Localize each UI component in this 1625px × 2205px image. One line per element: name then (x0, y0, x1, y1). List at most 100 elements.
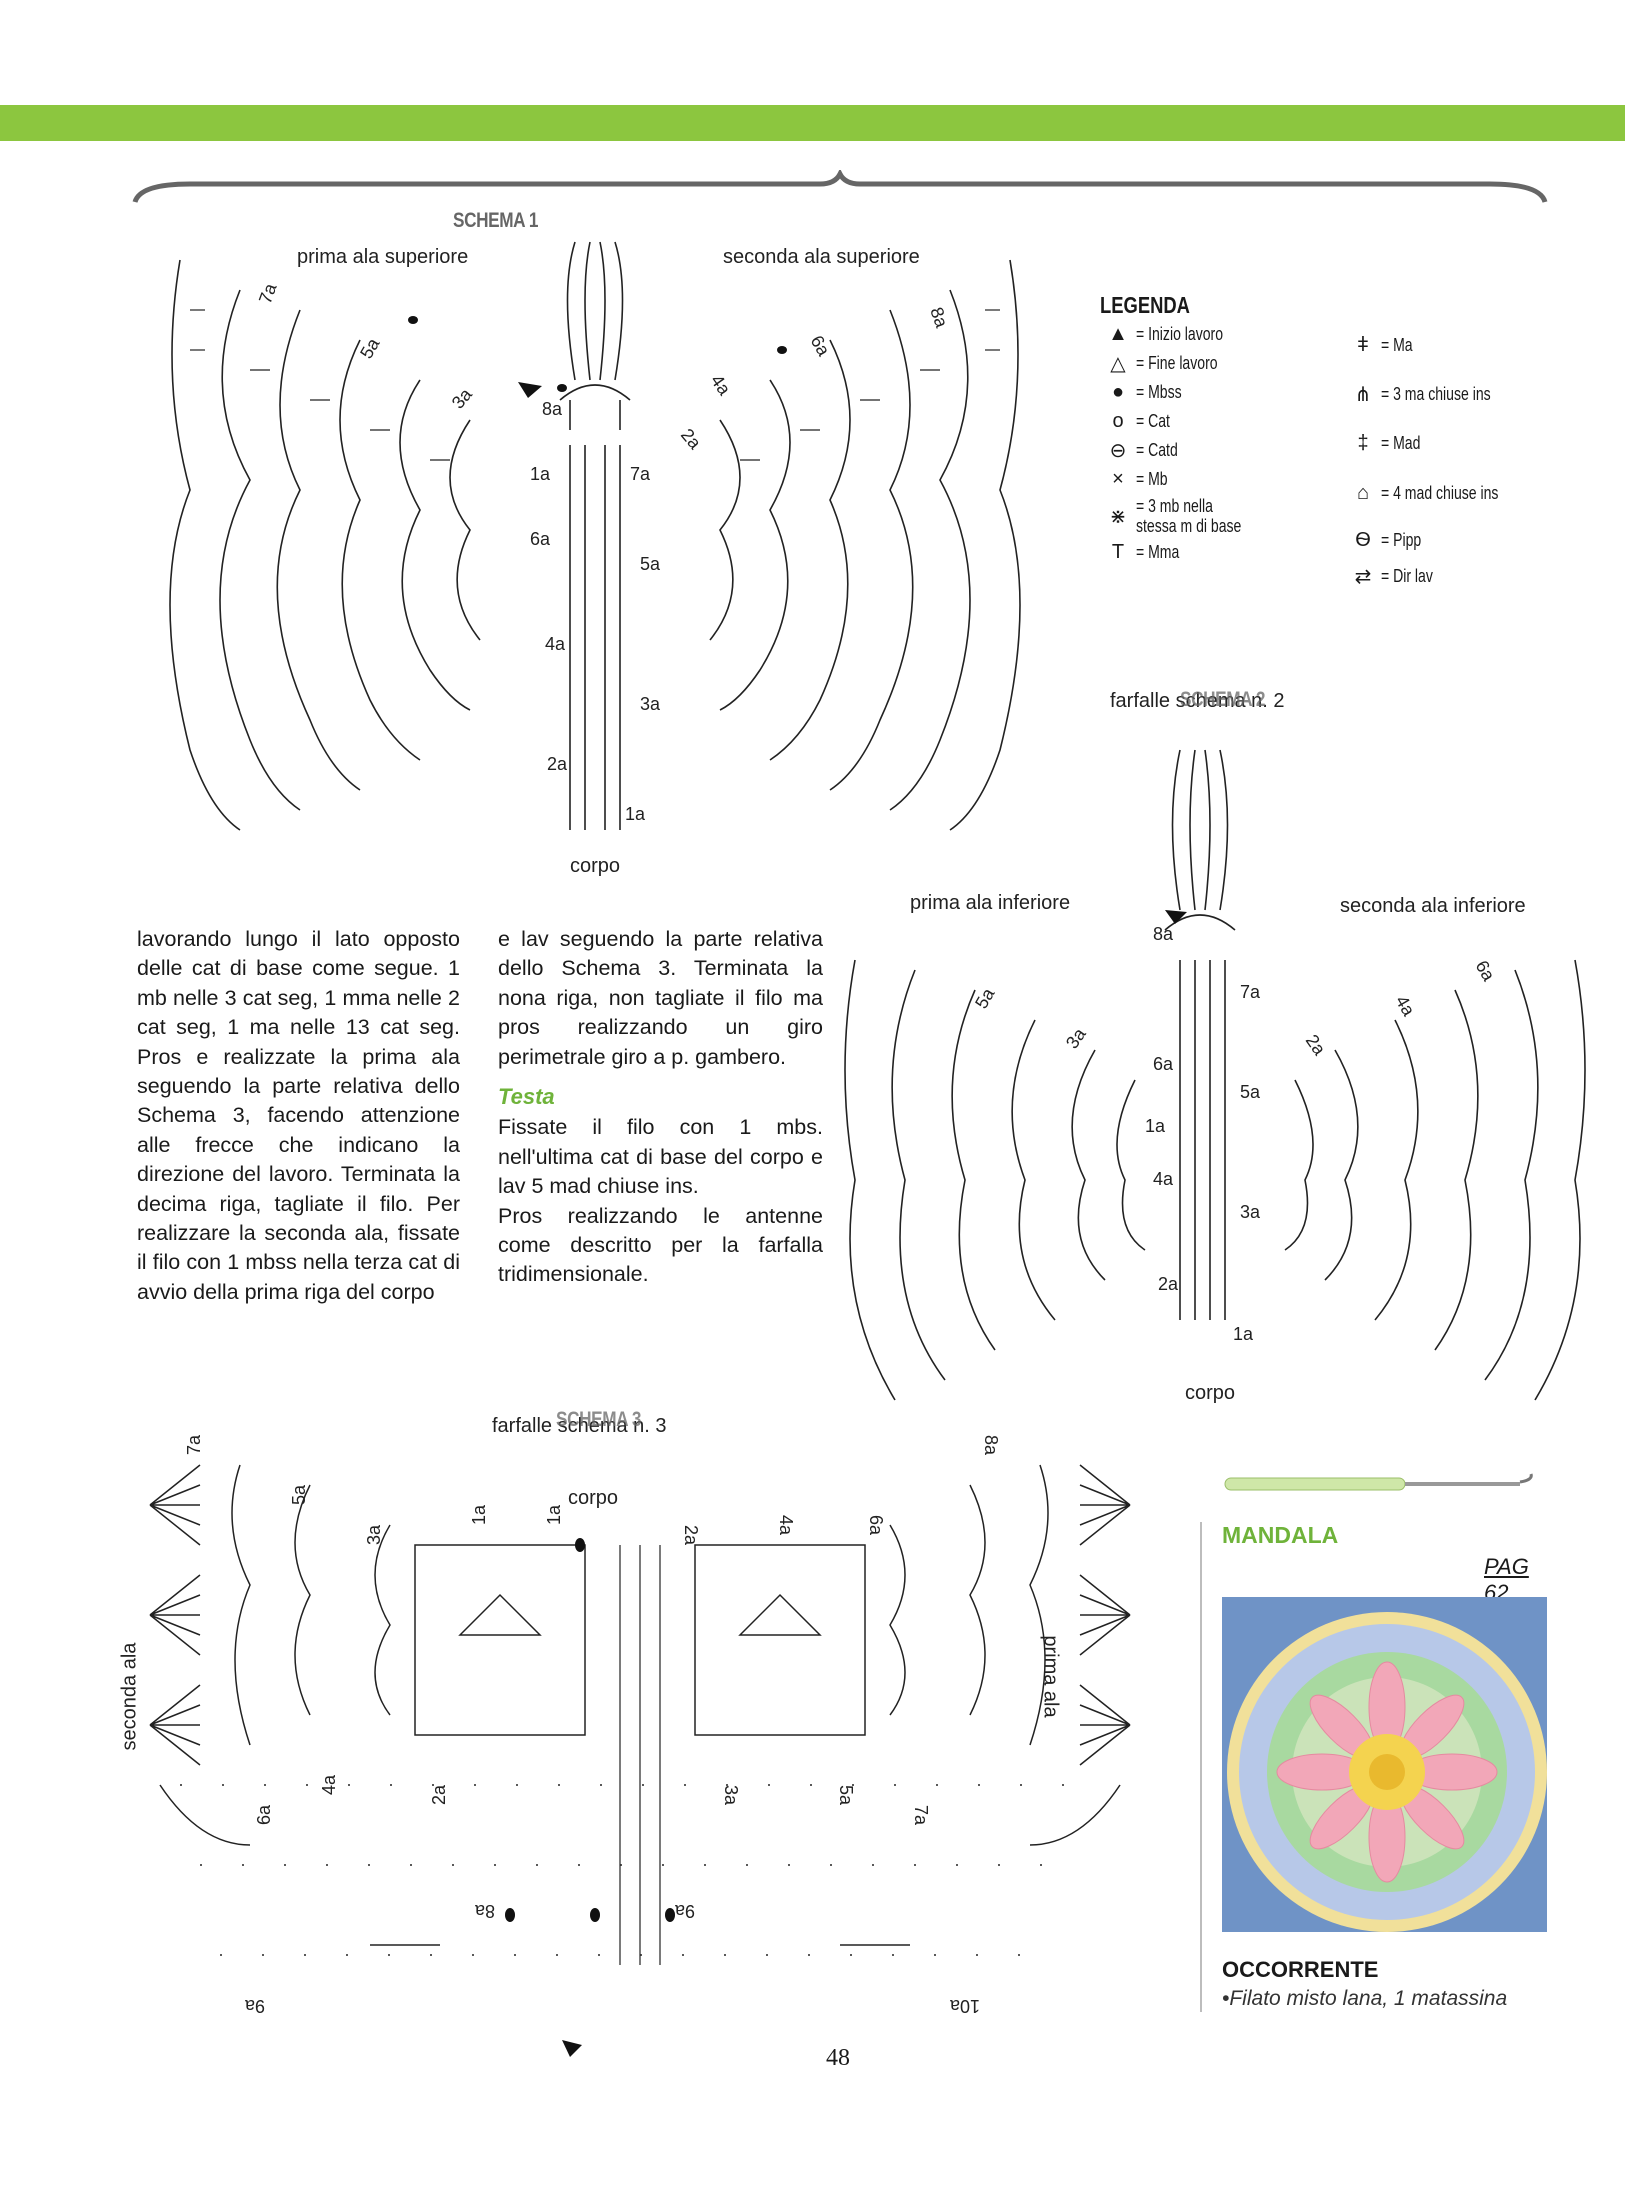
s3-row-2a-lower: 2a (429, 1784, 449, 1805)
s3-row-1a-right: 1a (544, 1504, 564, 1525)
s3-row-6a: 6a (866, 1515, 886, 1536)
s3-row-8a-lower: 8a (474, 1901, 495, 1921)
s3-row-1a-left: 1a (469, 1504, 489, 1525)
paragraph-testa: Fissate il filo con 1 mbs. nell'ultima c… (498, 1113, 823, 1201)
s3-row-5a: 5a (289, 1484, 309, 1505)
mandala-photo (1222, 1597, 1547, 1932)
s2-row-8a: 8a (1153, 924, 1174, 944)
s3-row-9a-right: 9a (674, 1901, 695, 1921)
dc-icon: ǂ (1345, 334, 1381, 357)
legend-item-mad: ‡= Mad (1345, 418, 1560, 468)
s3-row-3a-lower: 3a (721, 1785, 741, 1806)
picot-icon: Ѳ (1345, 529, 1381, 552)
schema3-left-side-label: seconda ala (119, 1617, 142, 1777)
schema2-body-label: corpo (1185, 1382, 1235, 1405)
legend-item-inizio: ▲= Inizio lavoro (1100, 320, 1320, 349)
s3-row-3a: 3a (364, 1524, 384, 1545)
s2-row-5a: 5a (1240, 1082, 1261, 1102)
s1-left-3a: 3a (448, 384, 477, 413)
paragraph-continuation: e lav seguendo la parte relativa dello S… (498, 925, 823, 1072)
occorrente-heading: OCCORRENTE (1222, 1957, 1378, 1983)
s2-right-2a: 2a (1302, 1031, 1330, 1060)
text-column-1: lavorando lungo il lato opposto delle ca… (137, 925, 460, 1307)
mandala-illustration (1222, 1597, 1547, 1932)
text-column-2: e lav seguendo la parte relativa dello S… (498, 925, 823, 1290)
legend-item-catd: ⊖= Catd (1100, 436, 1320, 465)
s2-right-4a: 4a (1392, 992, 1420, 1020)
page-number: 48 (826, 2045, 850, 2072)
schema3-diagram: 7a 5a 3a 1a 1a 2a 4a 6a 8a 4a 6a 2a 3a 5… (140, 1425, 1140, 2075)
s2-row-4a: 4a (1153, 1169, 1174, 1189)
s1-left-7a: 7a (255, 280, 281, 307)
dc-cluster-icon: ⋔ (1345, 382, 1381, 407)
legend-item-ma: ǂ= Ma (1345, 320, 1560, 370)
tr-cluster-icon: ⌂ (1345, 482, 1381, 505)
paragraph-procedure: lavorando lungo il lato opposto delle ca… (137, 925, 460, 1307)
legend-right-column: ǂ= Ma ⋔= 3 ma chiuse ins ‡= Mad ⌂= 4 mad… (1345, 320, 1560, 591)
sidebar-mandala: MANDALA PAG 62 OCCORRENTE •Filato misto … (1200, 1522, 1552, 2012)
legend-item-mbss: ●= Mbss (1100, 378, 1320, 407)
s2-row-6a: 6a (1153, 1054, 1174, 1074)
schema2-title: SCHEMA 2 (1180, 688, 1265, 712)
s1-row-2a: 2a (547, 754, 568, 774)
top-accent-bar (0, 105, 1625, 141)
s2-left-3a: 3a (1062, 1024, 1090, 1053)
s1-right-4a: 4a (707, 371, 735, 400)
s2-right-6a: 6a (1472, 957, 1500, 985)
direction-icon: ⇄ (1345, 564, 1381, 589)
legend: LEGENDA ▲= Inizio lavoro △= Fine lavoro … (1100, 292, 1560, 592)
mbss-dot-icon: ● (1100, 381, 1136, 404)
legend-item-3mb: ⋇= 3 mb nella stessa m di base (1100, 494, 1320, 538)
arrow-outline-icon: △ (1100, 351, 1136, 376)
s2-row-2a: 2a (1158, 1274, 1179, 1294)
schema1-body-label: corpo (570, 855, 620, 878)
s1-right-2a: 2a (677, 425, 706, 454)
schema2-diagram: 8a 7a 6a 5a 4a 3a 2a 1a 5a 3a 1a 4a 6a 2… (835, 740, 1595, 1460)
s1-row-4a: 4a (545, 634, 566, 654)
s1-left-1a: 1a (530, 464, 551, 484)
s2-row-1a: 1a (1233, 1324, 1254, 1344)
legend-item-4mad: ⌂= 4 mad chiuse ins (1345, 468, 1560, 518)
paragraph-antennae: Pros realizzando le antenne come descrit… (498, 1202, 823, 1290)
s3-row-5a-lower: 5a (836, 1785, 856, 1806)
s1-row-5a: 5a (640, 554, 661, 574)
crochet-hook-image (1223, 1470, 1543, 1498)
cross-icon: × (1100, 468, 1136, 491)
s3-row-10a: 10a (949, 1996, 980, 2016)
s1-row-7a: 7a (630, 464, 651, 484)
legend-item-pipp: Ѳ= Pipp (1345, 518, 1560, 562)
s1-row-3a: 3a (640, 694, 661, 714)
legend-item-dirlav: ⇄= Dir lav (1345, 562, 1560, 591)
s3-row-9a-left: 9a (244, 1996, 265, 2016)
mandala-title: MANDALA (1222, 1522, 1338, 1549)
s3-row-2a: 2a (681, 1525, 701, 1546)
legend-title: LEGENDA (1100, 292, 1468, 319)
s2-row-3a: 3a (1240, 1202, 1261, 1222)
s1-row-1a: 1a (625, 804, 646, 824)
triple-sc-icon: ⋇ (1100, 504, 1136, 529)
s2-left-5a: 5a (971, 984, 999, 1012)
legend-item-mma: T= Mma (1100, 538, 1320, 567)
legend-item-mb: ×= Mb (1100, 465, 1320, 494)
s1-row-8a: 8a (542, 399, 563, 419)
legend-item-3ma: ⋔= 3 ma chiuse ins (1345, 370, 1560, 418)
s1-left-6a: 6a (530, 529, 551, 549)
testa-heading: Testa (498, 1082, 823, 1111)
s2-row-7a: 7a (1240, 982, 1261, 1002)
legend-item-cat: o= Cat (1100, 407, 1320, 436)
materials-item: •Filato misto lana, 1 matassina (1222, 1987, 1507, 2011)
s1-right-8a: 8a (926, 305, 952, 332)
legend-left-column: ▲= Inizio lavoro △= Fine lavoro ●= Mbss … (1100, 320, 1320, 567)
chain-double-icon: ⊖ (1100, 438, 1136, 463)
arrow-filled-icon: ▲ (1100, 323, 1136, 346)
s3-row-4a-lower: 4a (319, 1774, 339, 1795)
s1-left-5a: 5a (356, 334, 384, 362)
s3-row-7a: 7a (184, 1434, 204, 1455)
s3-row-6a-lower: 6a (254, 1804, 274, 1825)
s3-row-8a: 8a (981, 1435, 1001, 1456)
chain-oval-icon: o (1100, 410, 1136, 433)
legend-item-fine: △= Fine lavoro (1100, 349, 1320, 378)
s2-left-1a: 1a (1145, 1116, 1166, 1136)
tr-icon: ‡ (1345, 432, 1381, 455)
s1-right-6a: 6a (807, 332, 835, 360)
